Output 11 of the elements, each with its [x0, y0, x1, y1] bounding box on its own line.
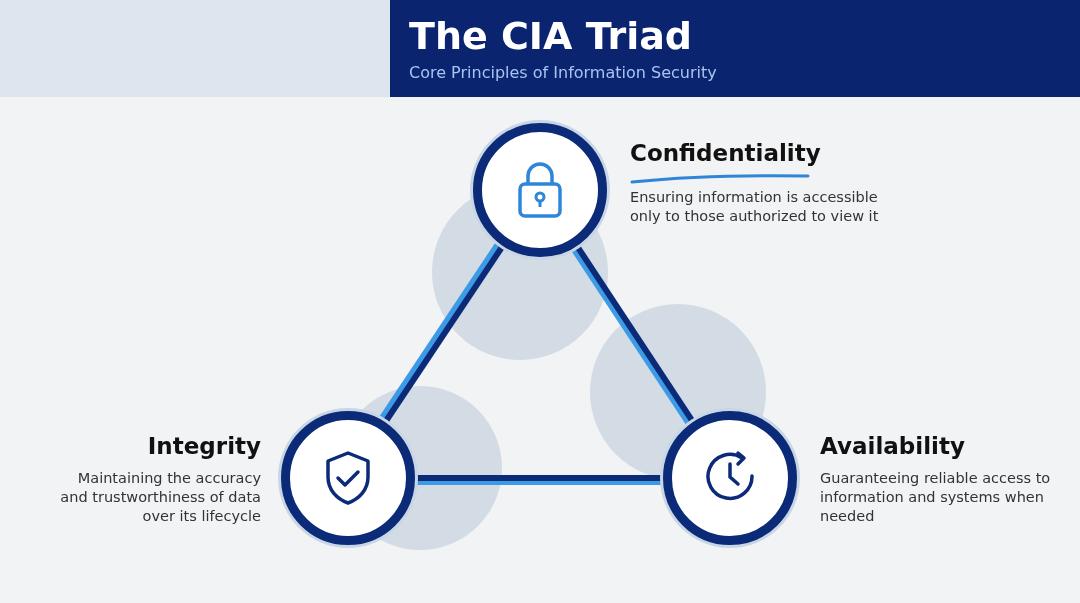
description: Guaranteeing reliable access to information and systems when needed	[820, 469, 1052, 526]
description: Maintaining the accuracy and trustworthiness of data over its lifecycle	[59, 469, 261, 526]
subtitle: Core Principles of Information Security	[409, 63, 717, 82]
heading: Confidentiality	[630, 140, 821, 166]
title: The CIA Triad	[409, 14, 692, 58]
connector-line	[382, 244, 506, 424]
heading: Availability	[820, 433, 965, 459]
description: Ensuring information is accessible only to those authorized to view it	[630, 188, 880, 226]
heading: Integrity	[147, 433, 261, 459]
connector-line	[415, 475, 663, 481]
connector-line	[574, 244, 696, 424]
